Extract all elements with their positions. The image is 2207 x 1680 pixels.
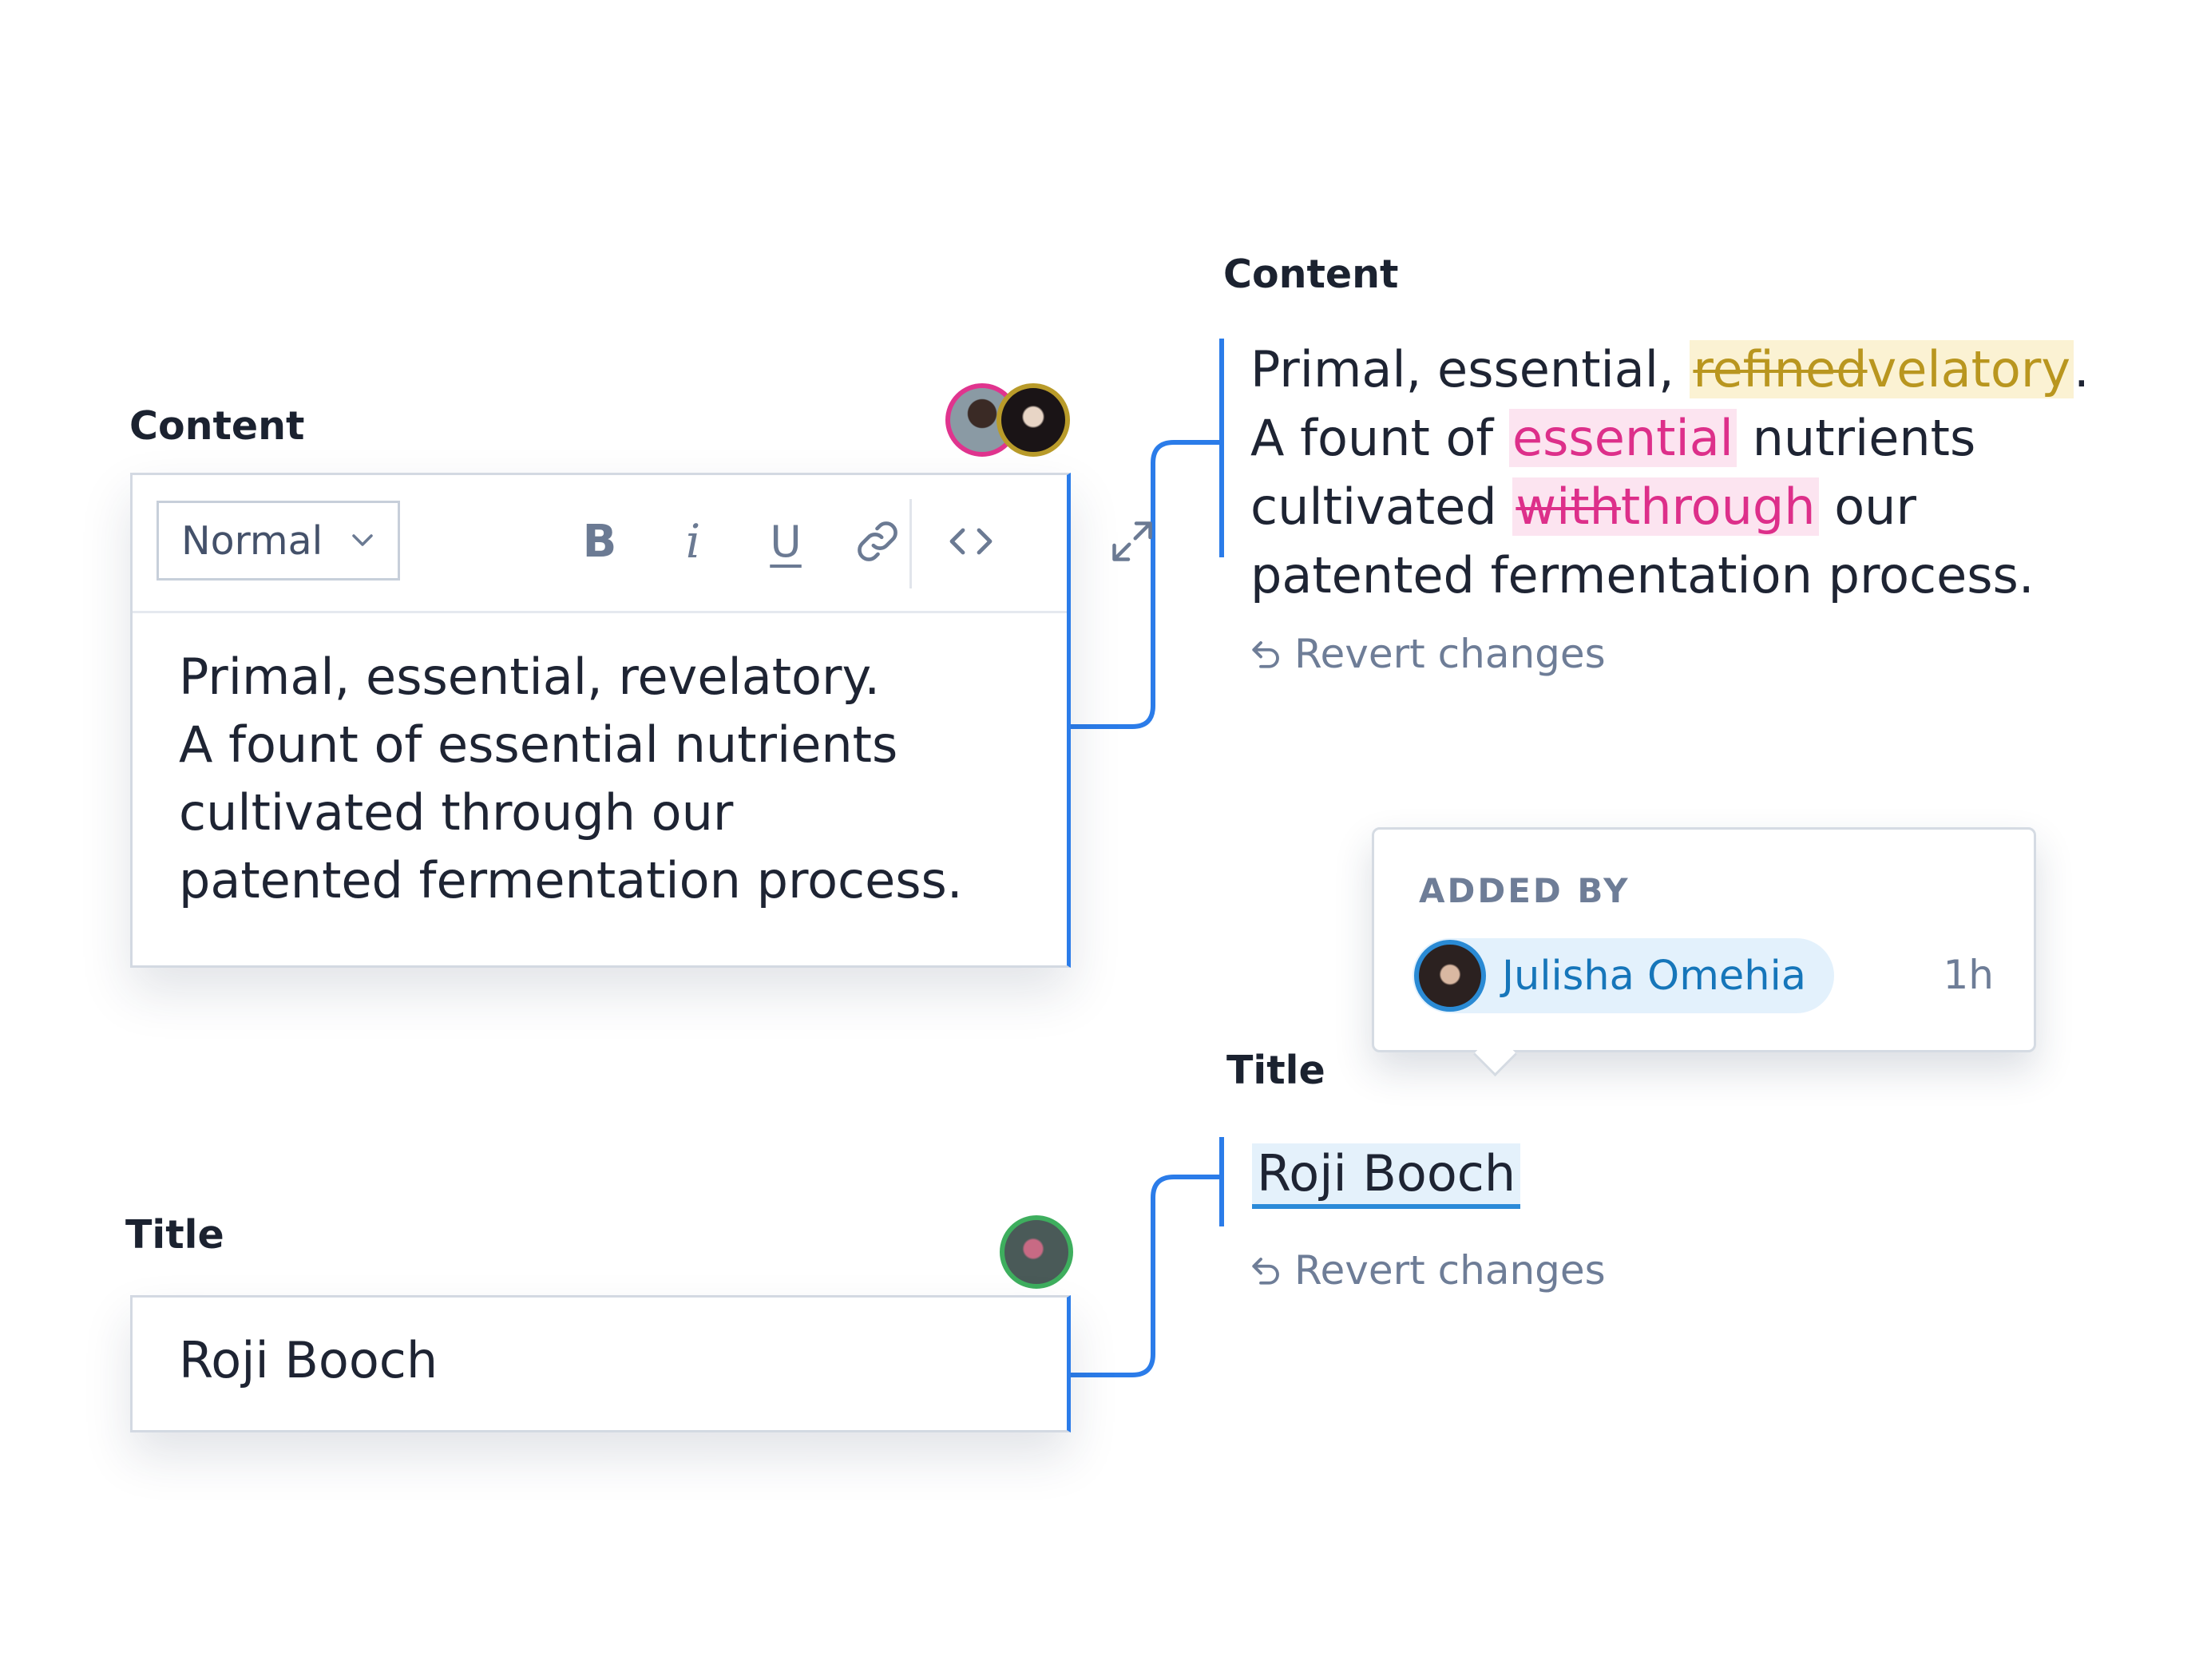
undo-icon [1252, 641, 1279, 668]
diff-line: Primal, essential, refinedvelatory. [1250, 340, 2090, 398]
change-highlight[interactable]: refinedvelatory [1690, 340, 2074, 398]
diff-line: cultivated withthrough our [1250, 477, 1916, 536]
revert-label: Revert changes [1294, 1247, 1606, 1294]
link-button[interactable] [846, 505, 909, 577]
title-input[interactable]: Roji Booch [130, 1295, 1071, 1432]
added-text: essential [1512, 409, 1734, 467]
added-text: through [1620, 477, 1816, 536]
removed-text: with [1516, 477, 1621, 536]
undo-icon [1252, 1258, 1279, 1285]
text-style-dropdown[interactable]: Normal [157, 501, 400, 580]
text-line: Primal, essential, revelatory. [179, 648, 881, 706]
revert-label: Revert changes [1294, 631, 1606, 677]
tooltip-heading: ADDED BY [1419, 871, 1630, 910]
diff-line: patented fermentation process. [1250, 546, 2035, 604]
diff-change-bar [1219, 339, 1224, 557]
change-highlight[interactable]: withthrough [1512, 477, 1819, 536]
title-diff-highlight[interactable]: Roji Booch [1252, 1143, 1521, 1209]
toolbar-separator [909, 499, 912, 588]
collaborator-avatar[interactable] [997, 383, 1070, 457]
text-line: patented fermentation process. [179, 851, 963, 909]
editor-text[interactable]: Primal, essential, revelatory. A fount o… [179, 643, 963, 914]
title-input-value: Roji Booch [179, 1331, 438, 1389]
text-line: A fount of essential nutrients [179, 715, 898, 774]
diff-title-label: Title [1226, 1048, 1325, 1093]
removed-text: refined [1693, 340, 1868, 398]
added-by-tooltip: ADDED BY Julisha Omehia 1h [1372, 827, 2036, 1077]
avatar [1414, 940, 1486, 1012]
content-editor[interactable]: Normal B i U Primal, essential, revel [130, 473, 1152, 968]
title-label: Title [125, 1212, 224, 1258]
revert-title-button[interactable]: Revert changes [1250, 1247, 1606, 1294]
text-line: cultivated through our [179, 783, 734, 842]
bold-button[interactable]: B [582, 515, 617, 568]
collaborator-avatar[interactable] [1000, 1215, 1073, 1289]
diff-change-bar [1219, 1137, 1224, 1226]
editor-toolbar: Normal B i U [133, 475, 1152, 613]
expand-button[interactable] [1100, 505, 1164, 577]
italic-button[interactable]: i [685, 514, 701, 569]
code-button[interactable] [939, 505, 1003, 577]
diff-line: A fount of essential nutrients [1250, 409, 1976, 467]
timestamp: 1h [1943, 952, 1994, 998]
change-highlight[interactable]: essential [1508, 409, 1737, 467]
text-style-value: Normal [181, 517, 323, 564]
link-icon [858, 521, 897, 561]
user-chip[interactable]: Julisha Omehia [1413, 938, 1834, 1013]
diff-content-label: Content [1223, 252, 1399, 297]
content-label: Content [129, 403, 305, 449]
user-name: Julisha Omehia [1502, 952, 1807, 1000]
expand-icon [1112, 521, 1152, 561]
revert-content-button[interactable]: Revert changes [1250, 631, 1606, 677]
underline-button[interactable]: U [770, 516, 802, 567]
code-icon [949, 528, 993, 555]
chevron-down-icon [352, 534, 374, 546]
added-text: velatory [1867, 340, 2071, 398]
content-diff: Primal, essential, refinedvelatory. A fo… [1250, 335, 2090, 610]
